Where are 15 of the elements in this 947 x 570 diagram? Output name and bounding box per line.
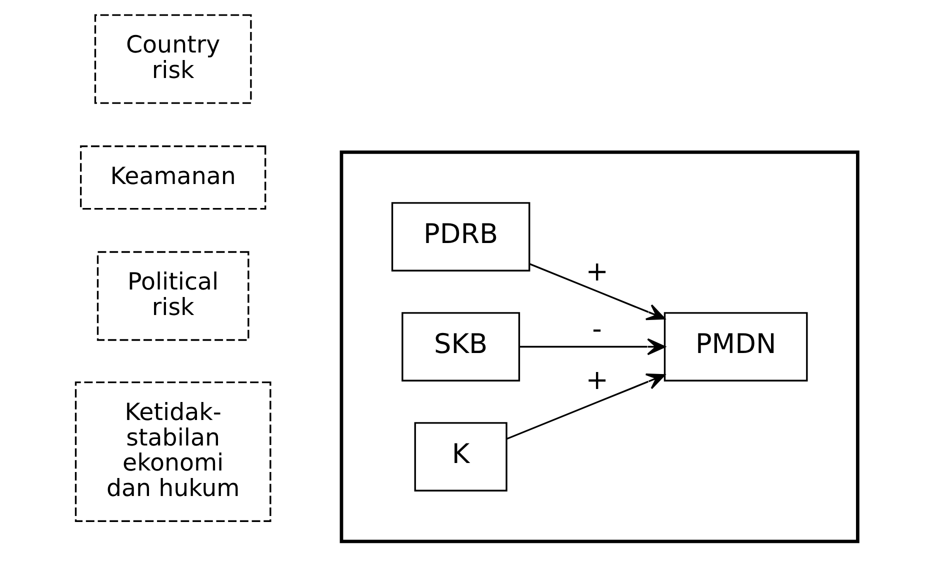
node-box: Political risk bbox=[96, 251, 250, 341]
cluster bbox=[340, 150, 860, 544]
edge-label: - bbox=[592, 314, 602, 345]
node-box: K bbox=[414, 422, 508, 492]
edge-label: + bbox=[586, 256, 608, 288]
node-box: Country risk bbox=[94, 14, 252, 104]
node-box: PDRB bbox=[391, 202, 530, 272]
node-box: Ketidak- stabilan ekonomi dan hukum bbox=[74, 381, 272, 522]
arrow bbox=[506, 373, 666, 440]
node-box: SKB bbox=[402, 312, 520, 382]
arrow bbox=[519, 338, 666, 356]
arrow bbox=[529, 263, 666, 320]
node-box: PMDN bbox=[664, 312, 808, 382]
node-box: Keamanan bbox=[80, 145, 266, 210]
edge-label: + bbox=[586, 364, 608, 396]
